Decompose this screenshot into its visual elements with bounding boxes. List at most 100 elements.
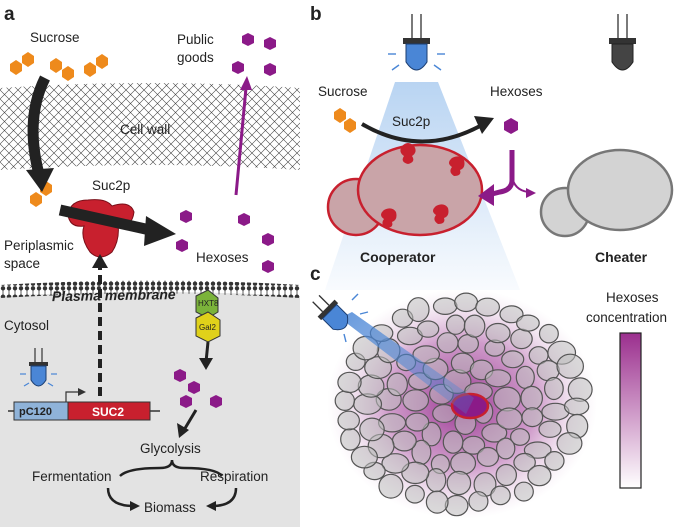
- colony-cell: [501, 350, 525, 369]
- colony-cell: [412, 345, 440, 364]
- colony-cell: [450, 451, 477, 475]
- colony-cell: [416, 320, 440, 338]
- colony-cell: [340, 427, 361, 451]
- biomass-arrow-left: [106, 487, 135, 508]
- cooperator-label: Cooperator: [360, 249, 436, 265]
- panel-a-letter: a: [4, 4, 15, 25]
- led-icon-lit: [388, 14, 445, 71]
- plasma-membrane-label: Plasma membrane: [52, 286, 176, 304]
- colony-cell: [513, 481, 534, 502]
- colony-cell: [425, 468, 447, 493]
- hydrolysis-arrow-b: [360, 122, 481, 144]
- sucrose-label-a: Sucrose: [30, 30, 80, 45]
- colony-cell: [484, 369, 512, 388]
- gene-construct: pC120 SUC2: [8, 388, 160, 421]
- concentration-colorbar: [619, 332, 642, 489]
- sucrose-label-b: Sucrose: [318, 84, 368, 99]
- hydrolysis-arrow: [58, 204, 152, 236]
- public-goods-hexoses: [232, 33, 276, 76]
- cheater-cell: [539, 148, 674, 238]
- colony-cell: [567, 377, 593, 402]
- transporter-label-1: HXT8: [198, 299, 219, 308]
- cell-wall-label: Cell wall: [120, 122, 170, 137]
- colony-cell: [516, 314, 540, 332]
- colony-cell: [401, 461, 430, 485]
- public-goods-label-1: Public: [177, 32, 214, 47]
- colony-cell: [405, 412, 430, 432]
- gene-label: SUC2: [92, 405, 124, 419]
- led-icon-c: [312, 294, 349, 331]
- colony-cell: [381, 453, 410, 474]
- promoter-label: pC120: [19, 406, 52, 418]
- transporter-label-2: Gal2: [199, 323, 216, 332]
- colony-cell: [446, 470, 472, 496]
- colony-cell: [563, 397, 590, 416]
- hexose-transporter: HXT8 Gal2: [195, 289, 221, 343]
- colony-cell: [510, 428, 531, 446]
- colony-cell: [493, 386, 521, 412]
- colony-cell: [391, 430, 417, 452]
- colony-cell: [538, 323, 559, 344]
- panel-b: b Sucrose Suc2p Hexose: [310, 4, 674, 290]
- hexose-molecule-b: [504, 118, 518, 134]
- colony-cell: [406, 297, 430, 323]
- periplasmic-label-1: Periplasmic: [4, 238, 74, 253]
- hexoses-label-b: Hexoses: [490, 84, 543, 99]
- periplasmic-label-2: space: [4, 256, 40, 271]
- colony-cell: [544, 451, 565, 471]
- colony-cell: [404, 484, 425, 504]
- colony-cell: [499, 305, 524, 324]
- colony-cell: [520, 385, 543, 411]
- respiration-label: Respiration: [200, 469, 268, 484]
- colony-cell: [495, 407, 523, 430]
- led-icon-off: [609, 14, 636, 71]
- biomass-label: Biomass: [144, 500, 196, 515]
- cell-wall-band: [0, 83, 300, 170]
- public-goods-label-2: goods: [177, 50, 214, 65]
- panel-c-letter: c: [310, 264, 321, 285]
- suc2p-label-b: Suc2p: [392, 114, 430, 129]
- colony-cell: [523, 441, 552, 459]
- periplasm-hexoses: [176, 210, 274, 273]
- plasma-membrane: [0, 280, 300, 298]
- panel-c: c Hexoses concentration: [310, 264, 667, 519]
- colony-cell: [350, 445, 378, 469]
- colony-cell: [425, 490, 449, 514]
- colony-cell: [402, 389, 430, 412]
- colony-cell: [490, 485, 511, 506]
- cytosol-hexoses: [174, 369, 222, 408]
- glycolysis-label: Glycolysis: [140, 441, 201, 456]
- suc2p-label-a: Suc2p: [92, 178, 130, 193]
- colony-cell: [495, 463, 517, 487]
- colony-cell: [359, 417, 385, 442]
- public-goods-arrow: [234, 87, 248, 196]
- fermentation-label: Fermentation: [32, 469, 112, 484]
- colony-cell: [454, 292, 479, 313]
- colony-cell: [538, 420, 562, 438]
- colony-cell: [432, 297, 458, 315]
- colony-cell: [468, 491, 489, 512]
- colony-cell: [463, 314, 486, 338]
- sucrose-molecules: [10, 52, 108, 207]
- colony-cell: [521, 407, 544, 428]
- cooperator-cell: [326, 143, 484, 237]
- colony-cell: [496, 437, 516, 460]
- panel-b-letter: b: [310, 4, 322, 25]
- colony-cell: [510, 328, 533, 350]
- colony-cell: [544, 376, 564, 401]
- colony-cell: [421, 421, 442, 447]
- colony-cell: [337, 371, 362, 394]
- legend-title-1: Hexoses: [606, 290, 659, 305]
- colony-cell: [442, 430, 464, 454]
- sucrose-molecule-b: [334, 108, 356, 133]
- sucrose-flow-arrow: [27, 75, 50, 180]
- colony-cell: [481, 423, 508, 443]
- colony-cell: [556, 353, 584, 379]
- colony-cell: [334, 390, 355, 411]
- light-beam: [340, 312, 474, 414]
- hexoses-label-a: Hexoses: [196, 250, 249, 265]
- colony-cell: [337, 410, 360, 431]
- colony-cell: [527, 464, 552, 487]
- panel-a: a Sucrose Public goods Cell wall: [0, 4, 300, 527]
